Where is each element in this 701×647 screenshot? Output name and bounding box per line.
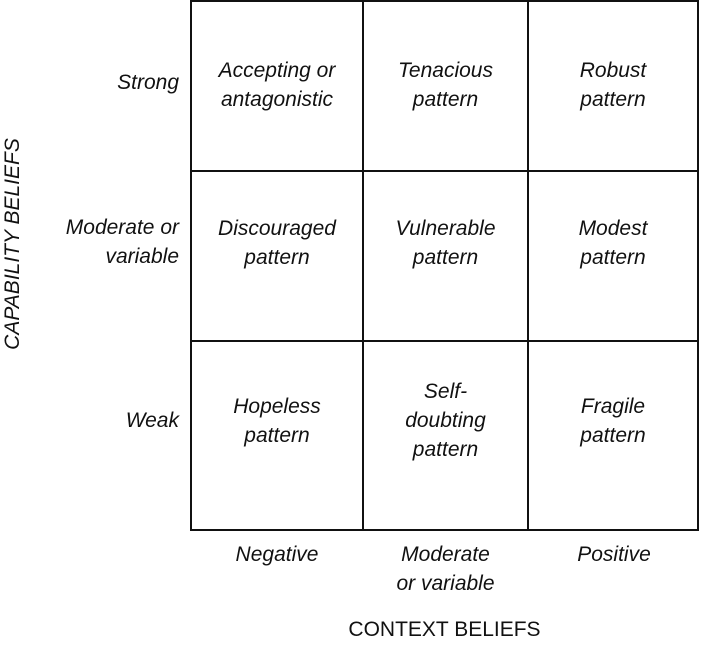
cell-text: Hopeless pattern xyxy=(233,395,321,447)
cell-moderate-moderate: Vulnerable pattern xyxy=(364,172,529,342)
cell-text: Modest pattern xyxy=(578,217,648,269)
cell-text: Tenacious pattern xyxy=(398,59,493,111)
cell-strong-positive: Robust pattern xyxy=(529,2,697,172)
y-axis-title: CAPABILITY BELIEFS xyxy=(1,138,24,350)
row-label-weak: Weak xyxy=(125,409,179,432)
cell-text: Fragile pattern xyxy=(580,395,646,447)
cell-weak-positive: Fragile pattern xyxy=(529,342,697,529)
cell-strong-moderate: Tenacious pattern xyxy=(364,2,529,172)
x-axis-title: CONTEXT BELIEFS xyxy=(348,618,541,641)
row-label-strong: Strong xyxy=(117,71,179,94)
cell-text: Discouraged pattern xyxy=(218,217,336,269)
cell-weak-negative: Hopeless pattern xyxy=(192,342,364,529)
belief-pattern-grid: Accepting or antagonistic Tenacious patt… xyxy=(190,0,699,531)
column-label-moderate: Moderate or variable xyxy=(396,543,495,595)
row-label-moderate: Moderate or variable xyxy=(65,216,179,268)
cell-strong-negative: Accepting or antagonistic xyxy=(192,2,364,172)
cell-text: Robust pattern xyxy=(579,59,647,111)
cell-text: Self- doubting pattern xyxy=(405,380,486,461)
cell-text: Vulnerable pattern xyxy=(395,217,496,269)
column-label-negative: Negative xyxy=(235,543,319,566)
cell-weak-moderate: Self- doubting pattern xyxy=(364,342,529,529)
cell-moderate-negative: Discouraged pattern xyxy=(192,172,364,342)
y-axis-title-container: CAPABILITY BELIEFS xyxy=(0,0,26,647)
cell-text: Accepting or antagonistic xyxy=(218,59,336,111)
cell-moderate-positive: Modest pattern xyxy=(529,172,697,342)
column-label-positive: Positive xyxy=(577,543,651,566)
